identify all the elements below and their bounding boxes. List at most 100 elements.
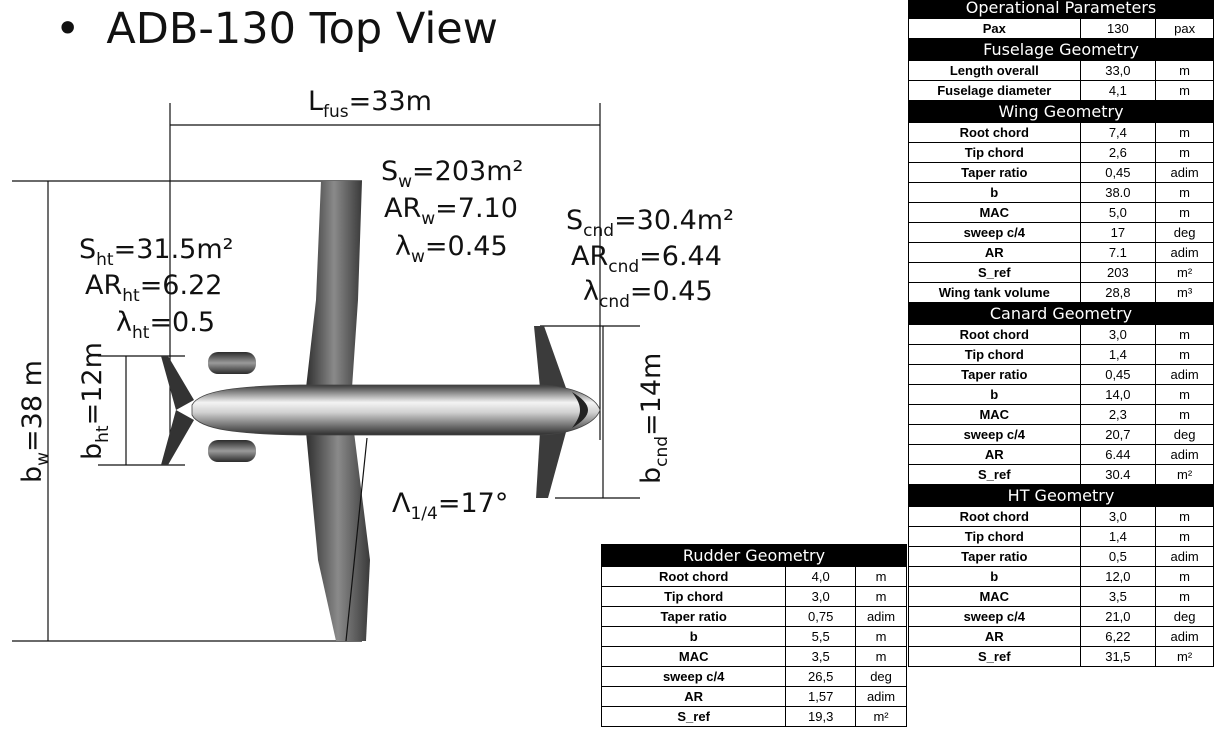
lambda-w-label: λw=0.45 — [395, 231, 508, 267]
param-unit-cell: m³ — [1155, 282, 1214, 303]
canard-section-title: Canard Geometry — [908, 302, 1214, 325]
param-unit-cell: m — [1155, 566, 1214, 587]
param-name-cell: Taper ratio — [600, 606, 787, 627]
bht-label: bht=12m — [77, 342, 113, 460]
param-unit-cell: m² — [855, 706, 907, 727]
param-unit-cell: m — [1155, 80, 1214, 101]
ht-section-title: HT Geometry — [908, 484, 1214, 507]
param-unit-cell: m — [1155, 586, 1214, 607]
param-value-cell: 2,6 — [1079, 142, 1157, 163]
operational-section-title: Operational Parameters — [908, 0, 1214, 19]
param-value-cell: 2,3 — [1079, 404, 1157, 425]
bcnd-label: bcnd=14m — [636, 353, 672, 484]
param-name-cell: b — [908, 384, 1081, 405]
arcnd-label: ARcnd=6.44 — [571, 241, 722, 277]
engine-nacelle-upper — [208, 352, 256, 374]
param-unit-cell: adim — [1155, 546, 1214, 567]
param-unit-cell: deg — [855, 666, 907, 687]
param-value-cell: 12,0 — [1079, 566, 1157, 587]
param-name-cell: S_ref — [908, 646, 1081, 667]
lambda-cnd-label: λcnd=0.45 — [583, 276, 713, 312]
param-name-cell: Tip chord — [908, 526, 1081, 547]
param-value-cell: 5,5 — [785, 626, 857, 647]
param-value-cell: 28,8 — [1079, 282, 1157, 303]
param-value-cell: 17 — [1079, 222, 1157, 243]
param-name-cell: Root chord — [600, 566, 787, 587]
param-name-cell: sweep c/4 — [908, 424, 1081, 445]
param-unit-cell: m — [1155, 526, 1214, 547]
param-value-cell: 3,0 — [785, 586, 857, 607]
param-name-cell: AR — [908, 242, 1081, 263]
param-name-cell: AR — [908, 444, 1081, 465]
param-unit-cell: m — [1155, 202, 1214, 223]
param-value-cell: 3,0 — [1079, 506, 1157, 527]
sht-label: Sht=31.5m² — [79, 234, 233, 270]
param-name-cell: sweep c/4 — [600, 666, 787, 687]
param-value-cell: 130 — [1079, 18, 1157, 39]
param-value-cell: 1,4 — [1079, 526, 1157, 547]
param-value-cell: 0,45 — [1079, 162, 1157, 183]
param-unit-cell: m² — [1155, 646, 1214, 667]
param-name-cell: S_ref — [908, 464, 1081, 485]
param-unit-cell: m — [855, 586, 907, 607]
param-name-cell: S_ref — [600, 706, 787, 727]
param-unit-cell: adim — [855, 606, 907, 627]
param-name-cell: b — [908, 566, 1081, 587]
param-value-cell: 1,4 — [1079, 344, 1157, 365]
param-value-cell: 3,5 — [1079, 586, 1157, 607]
param-value-cell: 20,7 — [1079, 424, 1157, 445]
param-name-cell: Root chord — [908, 506, 1081, 527]
param-unit-cell: m — [1155, 324, 1214, 345]
param-value-cell: 1,57 — [785, 686, 857, 707]
fuselage-section-header: Fuselage Geometry — [908, 38, 1214, 61]
dimension-lines — [12, 103, 640, 642]
param-value-cell: 3,5 — [785, 646, 857, 667]
slide-title-text: ADB-130 Top View — [106, 4, 498, 54]
param-name-cell: MAC — [908, 586, 1081, 607]
param-unit-cell: adim — [1155, 242, 1214, 263]
param-unit-cell: pax — [1155, 18, 1214, 39]
rudder-section-title: Rudder Geometry — [601, 544, 907, 567]
ht-section-header: HT Geometry — [908, 484, 1214, 507]
param-value-cell: 0,5 — [1079, 546, 1157, 567]
lfus-label: Lfus=33m — [308, 86, 432, 122]
param-value-cell: 6,22 — [1079, 626, 1157, 647]
param-name-cell: MAC — [908, 404, 1081, 425]
param-value-cell: 26,5 — [785, 666, 857, 687]
param-value-cell: 14,0 — [1079, 384, 1157, 405]
param-value-cell: 203 — [1079, 262, 1157, 283]
param-unit-cell: adim — [855, 686, 907, 707]
param-value-cell: 3,0 — [1079, 324, 1157, 345]
fuselage-section-title: Fuselage Geometry — [908, 38, 1214, 61]
param-value-cell: 38.0 — [1079, 182, 1157, 203]
param-unit-cell: m — [855, 626, 907, 647]
param-name-cell: AR — [600, 686, 787, 707]
param-value-cell: 5,0 — [1079, 202, 1157, 223]
arht-label: ARht=6.22 — [85, 270, 222, 306]
param-name-cell: MAC — [908, 202, 1081, 223]
param-value-cell: 7.1 — [1079, 242, 1157, 263]
wing-section-header: Wing Geometry — [908, 100, 1214, 123]
param-name-cell: Fuselage diameter — [908, 80, 1081, 101]
wing-lower — [306, 432, 370, 641]
param-name-cell: AR — [908, 626, 1081, 647]
